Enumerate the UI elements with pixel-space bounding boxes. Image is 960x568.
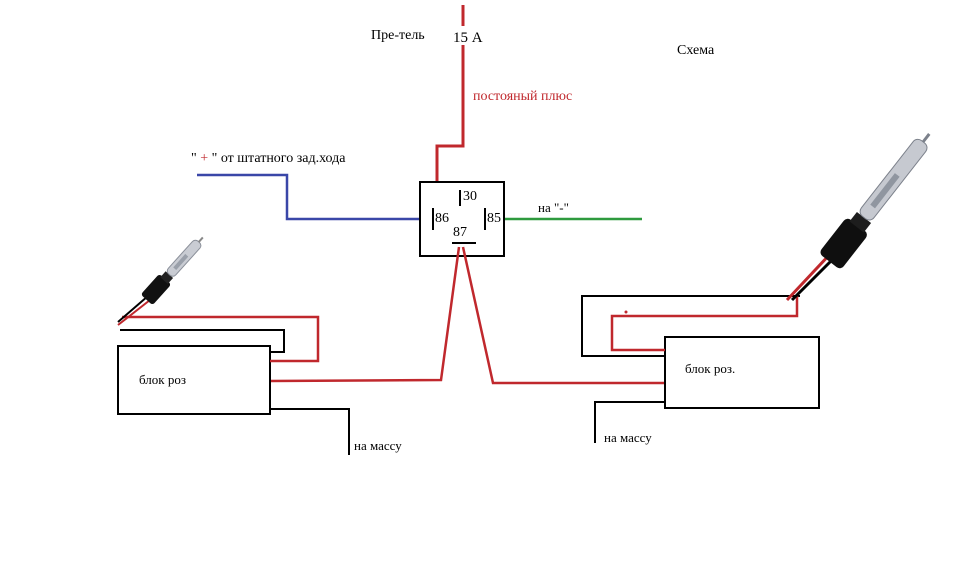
left-ballast-label: блок роз <box>139 372 186 387</box>
right-ballast-label: блок роз. <box>685 361 736 376</box>
reverse-signal-label: " + " от штатного зад.хода <box>191 152 345 166</box>
pin-87-label: 87 <box>453 225 467 240</box>
reverse-signal-plus: + <box>200 151 209 166</box>
fuse-label: 15 А <box>453 30 483 46</box>
right-red-dot <box>624 310 628 314</box>
left-ballast-box <box>117 345 271 415</box>
right-ground-wire <box>594 401 665 443</box>
right-ballast-box <box>664 336 820 409</box>
left-ballast-black-lead <box>120 329 285 353</box>
reverse-signal-quote: " <box>191 151 197 166</box>
reverse-signal-wire <box>197 173 432 221</box>
right-ground-label: на массу <box>604 430 652 445</box>
pin87-to-left-ballast-wire <box>269 246 461 383</box>
pin-30-label: 30 <box>463 189 477 204</box>
pin-86-label: 86 <box>435 211 449 226</box>
reverse-signal-text: " от штатного зад.хода <box>211 151 346 166</box>
constant-plus-label: постояный плюс <box>473 89 573 104</box>
right-ballast-black-lead <box>581 295 800 357</box>
left-ground-wire <box>270 408 350 455</box>
left-xenon-bulb-icon <box>117 236 204 326</box>
pin87-to-right-ballast-wire <box>461 246 665 385</box>
right-ballast-red-lead <box>610 296 799 352</box>
right-xenon-bulb-icon <box>785 133 931 302</box>
left-ground-label: на массу <box>354 438 402 453</box>
pin-85-label: 85 <box>487 211 501 226</box>
switch-label: Пре-тель <box>371 28 425 43</box>
diagram-title: Схема <box>677 43 715 58</box>
minus-label: на "-" <box>538 200 569 215</box>
left-ballast-red-lead <box>122 315 320 363</box>
